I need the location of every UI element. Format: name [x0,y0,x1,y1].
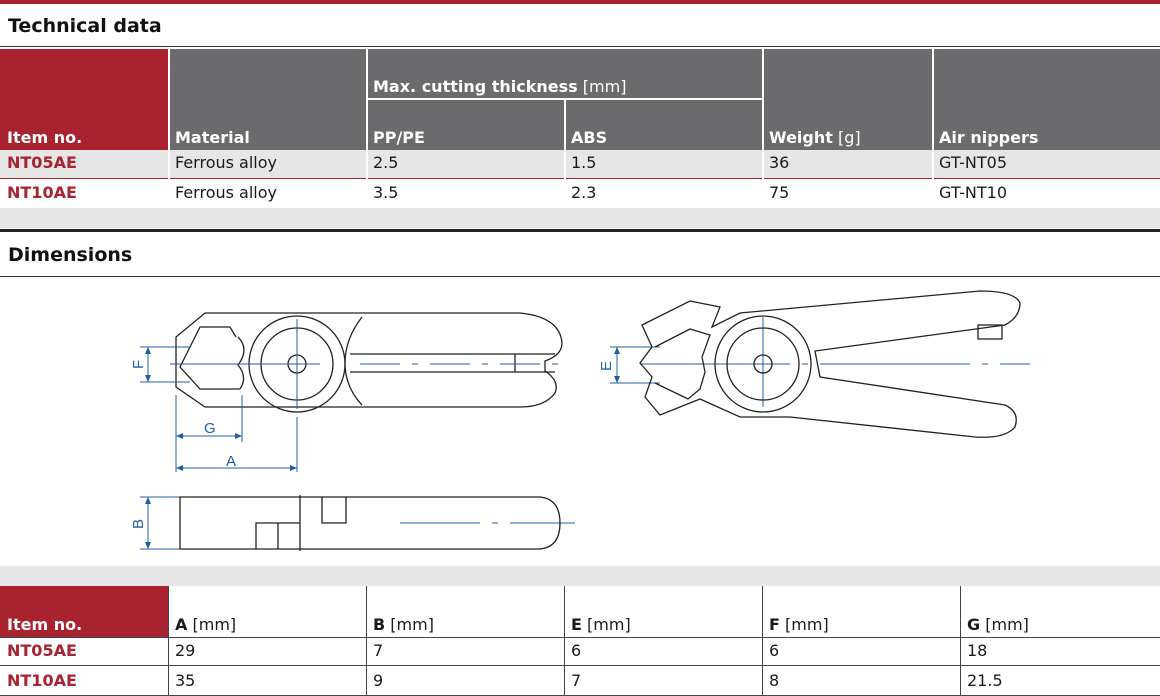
b-header-cell: B [mm] [366,586,564,638]
e-header: E [mm] [571,615,631,634]
weight-header: Weight [g] [769,128,861,147]
abs-cell: 1.5 [571,153,597,172]
row-cell-divider [762,150,764,208]
g-cell: 21.5 [967,671,1003,690]
a-cell: 29 [175,641,196,660]
pp-pe-header-cell: PP/PE [366,99,564,150]
pp-pe-cell: 3.5 [373,183,399,202]
technical-data-title: Technical data [8,15,162,37]
header-subdivider [366,98,762,100]
label-f: F [130,360,147,369]
e-cell: 7 [571,671,582,690]
section-spacer [0,566,1160,586]
header-divider [932,49,934,150]
row-cell-divider [932,150,934,208]
material-cell: Ferrous alloy [175,153,277,172]
row-cell-divider [168,150,170,208]
dimensions-top-rule [0,229,1160,232]
row-cell-divider [564,150,566,208]
air-nippers-cell: GT-NT05 [939,153,1008,172]
pp-pe-header: PP/PE [373,128,425,147]
header-divider [564,99,566,150]
column-divider [366,586,367,696]
material-header-cell: Material [168,49,366,150]
a-cell: 35 [175,671,196,690]
pp-pe-cell: 2.5 [373,153,399,172]
g-header-cell: G [mm] [960,586,1160,638]
nipper-front-view [175,312,563,413]
column-divider [564,586,565,696]
item-no-cell: NT10AE [7,183,77,202]
item-no-header-cell: Item no. [0,49,168,150]
dimension-drawing: F G A E B [130,290,1030,551]
f-header-cell: F [mm] [762,586,960,638]
item-no-cell: NT05AE [7,153,77,172]
weight-cell: 36 [769,153,790,172]
label-b: B [130,519,147,529]
row-divider [0,178,1160,179]
e-cell: 6 [571,641,582,660]
weight-cell: 75 [769,183,790,202]
label-g: G [204,420,216,437]
label-e: E [598,361,615,371]
item-no-cell: NT10AE [7,671,77,690]
header-divider [762,49,764,150]
b-header: B [mm] [373,615,434,634]
section-spacer [0,208,1160,228]
item-no-header-cell: Item no. [0,586,168,638]
abs-header-cell: ABS [564,99,762,150]
e-header-cell: E [mm] [564,586,762,638]
label-a: A [226,453,236,470]
column-divider [168,586,169,696]
f-cell: 8 [769,671,780,690]
b-cell: 7 [373,641,384,660]
dimension-labels: F G A E B [130,360,615,529]
b-cell: 9 [373,671,384,690]
dimensions-title: Dimensions [8,244,133,266]
item-no-header: Item no. [7,128,83,147]
table-row [0,179,1160,208]
item-no-cell: NT05AE [7,641,77,660]
abs-header: ABS [571,128,608,147]
front-view-dimensions [140,317,1030,550]
nipper-open-view [639,290,1021,438]
f-header: F [mm] [769,615,829,634]
header-divider [168,49,170,150]
max-cutting-header-cell: Max. cutting thickness [mm] [366,49,762,99]
a-header-cell: A [mm] [168,586,366,638]
a-header: A [mm] [175,615,237,634]
dimensions-rule [0,276,1160,277]
g-header: G [mm] [967,615,1029,634]
table-row [0,150,1160,178]
material-header: Material [175,128,250,147]
item-no-header: Item no. [7,615,83,634]
row-cell-divider [366,150,368,208]
air-nippers-header: Air nippers [939,128,1039,147]
material-cell: Ferrous alloy [175,183,277,202]
weight-header-cell: Weight [g] [762,49,932,150]
max-cutting-header: Max. cutting thickness [mm] [373,77,627,96]
abs-cell: 2.3 [571,183,597,202]
column-divider [762,586,763,696]
f-cell: 6 [769,641,780,660]
g-cell: 18 [967,641,988,660]
technical-data-rule [0,46,1160,47]
column-divider [960,586,961,696]
row-divider [0,637,1160,638]
row-divider [0,665,1160,666]
nipper-side-view [179,495,561,551]
top-accent-line [0,0,1160,4]
air-nippers-cell: GT-NT10 [939,183,1008,202]
dimension-arrowheads [145,347,620,549]
air-nippers-header-cell: Air nippers [932,49,1160,150]
